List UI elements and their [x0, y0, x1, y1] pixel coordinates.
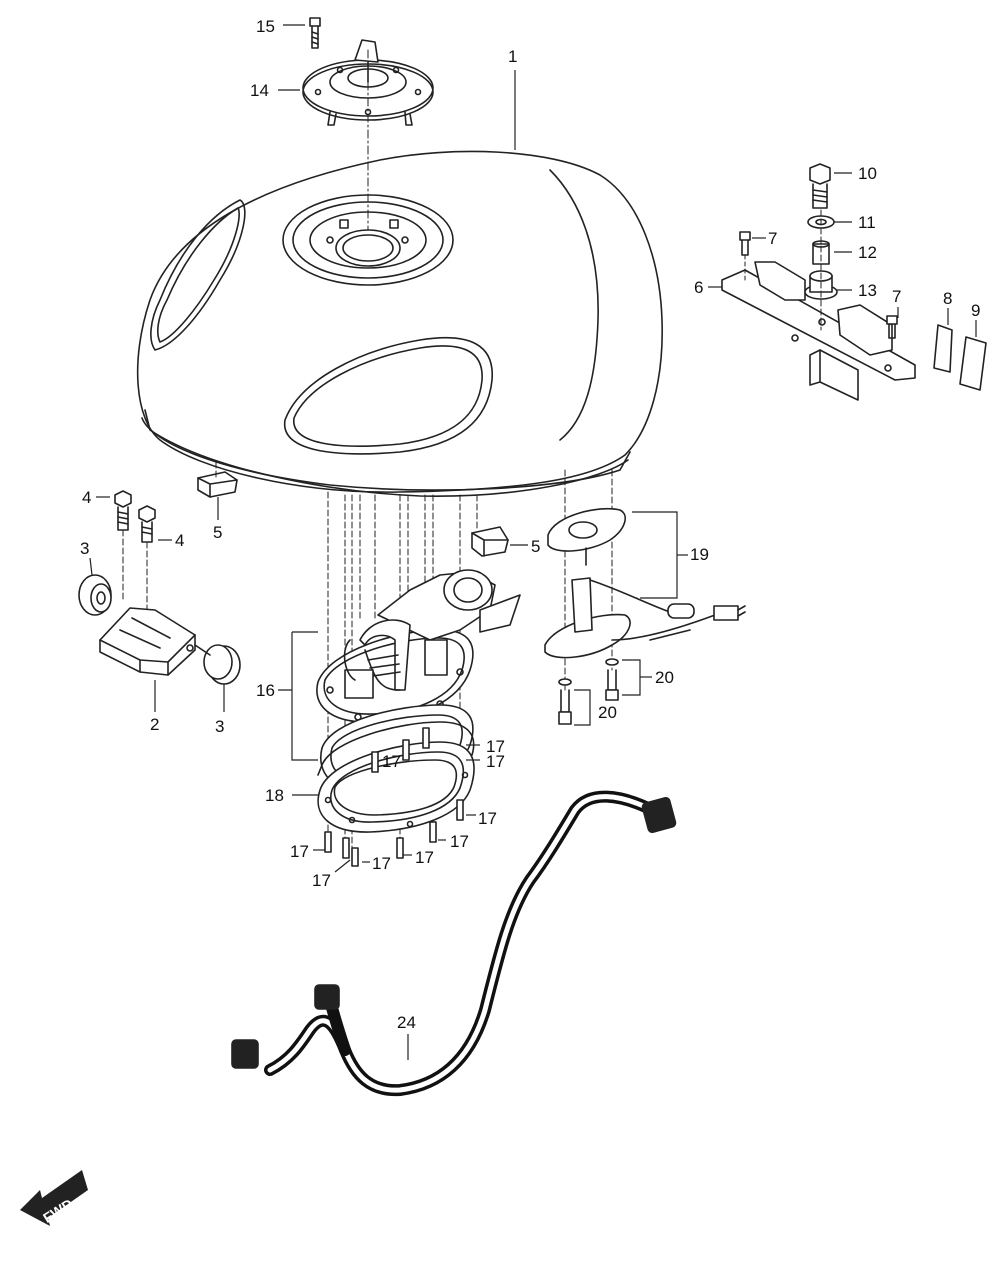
- label-part-17-a: 17: [486, 737, 505, 756]
- label-part-1: 1: [508, 47, 518, 66]
- label-part-5-left: 5: [213, 523, 223, 542]
- clip-5-right: [471, 526, 509, 557]
- label-part-4-left: 4: [82, 488, 92, 507]
- bracket-assembly-6: [721, 261, 916, 401]
- label-part-14: 14: [250, 81, 269, 100]
- fuel-pump-assembly: [316, 569, 521, 724]
- label-part-12: 12: [858, 243, 877, 262]
- label-part-24: 24: [397, 1013, 416, 1032]
- label-part-8: 8: [943, 289, 953, 308]
- label-part-17-d: 17: [478, 809, 497, 828]
- screws-17: [324, 727, 464, 867]
- label-part-10: 10: [858, 164, 877, 183]
- label-part-3-left: 3: [80, 539, 90, 558]
- label-part-17-b: 17: [382, 752, 401, 771]
- label-part-18: 18: [265, 786, 284, 805]
- label-part-17-i: 17: [312, 871, 331, 890]
- bolt-4-a: [114, 490, 132, 601]
- pad-9: [959, 336, 987, 391]
- label-part-19: 19: [690, 545, 709, 564]
- mounting-plate: [317, 741, 475, 833]
- bolt-4-b: [138, 505, 156, 616]
- label-part-17-e: 17: [450, 832, 469, 851]
- label-part-17-h: 17: [372, 854, 391, 873]
- screw-15: [309, 17, 321, 49]
- fuel-tank: [136, 150, 663, 497]
- label-part-4-right: 4: [175, 531, 185, 550]
- fuel-level-sensor: [544, 507, 746, 659]
- label-part-6: 6: [694, 278, 704, 297]
- label-part-11: 11: [858, 213, 876, 232]
- label-part-17-g: 17: [290, 842, 309, 861]
- label-part-15: 15: [256, 17, 275, 36]
- label-part-5-right: 5: [531, 537, 541, 556]
- label-part-7-right: 7: [892, 287, 902, 306]
- bolt-7-right: [886, 315, 898, 339]
- rubber-damper-3-left: [78, 574, 112, 616]
- label-part-7-left: 7: [768, 229, 778, 248]
- label-part-2: 2: [150, 715, 160, 734]
- label-part-13: 13: [858, 281, 877, 300]
- label-part-17-f: 17: [415, 848, 434, 867]
- label-part-9: 9: [971, 301, 981, 320]
- bolts-20: [558, 658, 619, 725]
- label-part-16: 16: [256, 681, 275, 700]
- label-part-20-left: 20: [598, 703, 617, 722]
- label-part-3-right: 3: [215, 717, 225, 736]
- clip-5-left: [197, 471, 238, 498]
- rubber-damper-3-right: [203, 644, 241, 685]
- mount-bracket-2: [99, 607, 211, 676]
- label-part-17-c: 17: [486, 752, 505, 771]
- bolt-7-left: [739, 231, 751, 281]
- bolt-10: [809, 163, 831, 209]
- leader-lines: [89, 24, 977, 1060]
- label-part-20-right: 20: [655, 668, 674, 687]
- fuel-hose: [231, 790, 677, 1097]
- forward-direction-arrow: FWD: [20, 1170, 88, 1226]
- pad-8: [933, 324, 953, 373]
